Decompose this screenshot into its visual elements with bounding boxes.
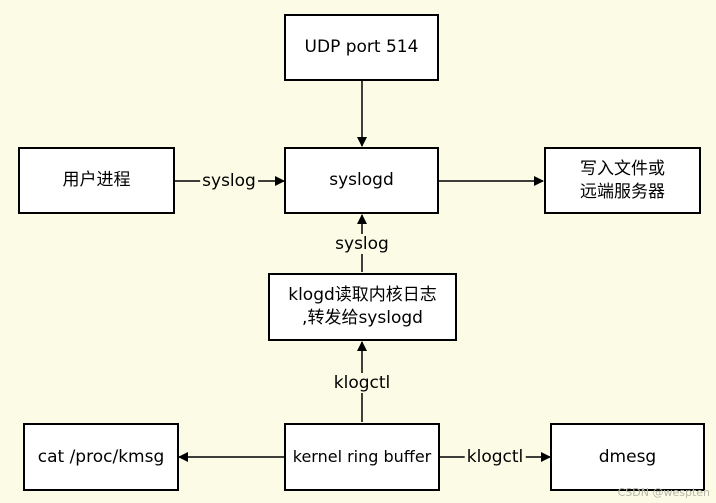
klogd-label-line2: ,转发给syslogd [302, 308, 423, 328]
user-process-box: 用户进程 [18, 147, 175, 214]
klogd-box: klogd读取内核日志 ,转发给syslogd [268, 273, 457, 341]
klogd-label-line1: klogd读取内核日志 [288, 285, 437, 306]
cat-proc-box: cat /proc/kmsg [23, 423, 179, 491]
edge-label-klogd-syslog: syslog [333, 234, 391, 254]
write-file-label-line1: 写入文件或 [580, 158, 665, 179]
kernel-buffer-label: kernel ring buffer [292, 447, 432, 467]
write-file-box: 写入文件或 远端服务器 [544, 147, 701, 214]
edge-label-buffer-klogctl: klogctl [331, 373, 393, 393]
syslogd-box: syslogd [284, 147, 439, 214]
dmesg-box: dmesg [550, 423, 705, 491]
edge-label-dmesg-klogctl: klogctl [464, 447, 526, 467]
edge-label-user-syslog: syslog [200, 171, 258, 191]
cat-proc-label: cat /proc/kmsg [37, 446, 165, 467]
watermark-text: CSDN @wespten [617, 486, 710, 499]
udp-port-label: UDP port 514 [304, 37, 419, 58]
user-process-label: 用户进程 [62, 170, 131, 191]
syslogd-label: syslogd [329, 170, 394, 191]
write-file-label-line2: 远端服务器 [580, 181, 665, 202]
udp-port-box: UDP port 514 [284, 14, 439, 81]
dmesg-label: dmesg [598, 446, 657, 467]
kernel-buffer-box: kernel ring buffer [284, 423, 440, 491]
